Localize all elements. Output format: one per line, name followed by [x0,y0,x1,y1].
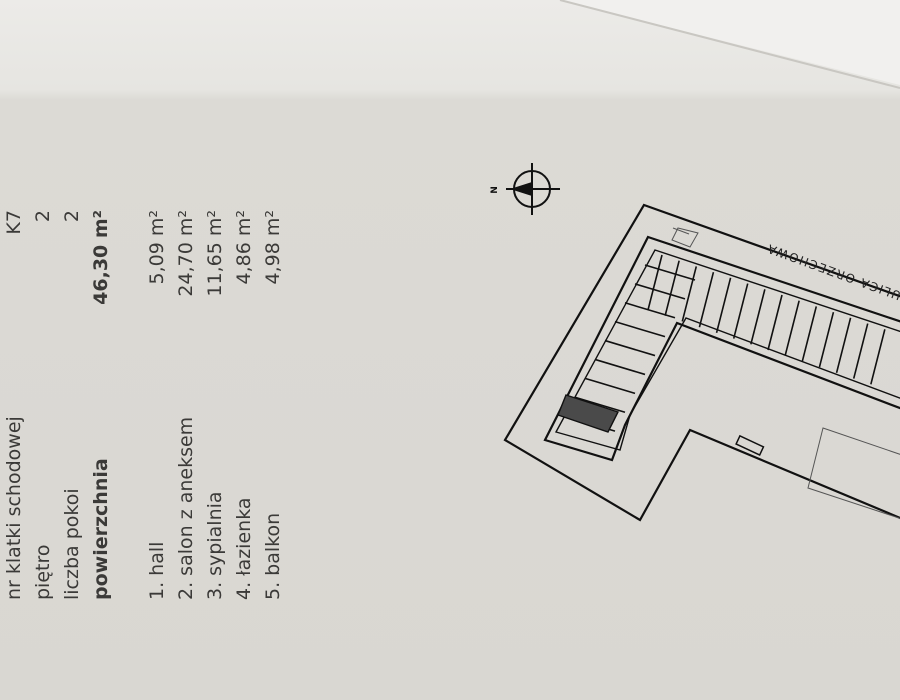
unit-wall [801,306,818,362]
unit-wall [647,254,663,311]
unit-wall [594,358,646,376]
bench-icon [735,434,765,457]
unit-wall [835,317,852,374]
unit-wall [818,311,835,368]
unit-wall [715,277,732,334]
unit-wall [614,320,666,338]
unit-wall [644,264,696,281]
unit-wall [732,283,749,339]
building-footprint [543,235,900,462]
unit-wall [624,302,676,319]
unit-wall [604,339,656,357]
unit-wall [664,260,680,316]
unit-wall [574,396,626,413]
unit-wall [698,271,715,328]
unit-wall [784,300,800,356]
unit-wall [767,294,783,351]
unit-wall [681,266,698,322]
unit-wall [634,283,686,300]
unit-wall [750,289,766,345]
unit-wall [584,377,636,395]
parking-spaces [671,227,900,519]
compass-label: N [490,186,500,194]
unit-wall [870,329,886,385]
site-boundary [503,203,900,522]
highlighted-apartment [557,394,619,433]
compass-icon [506,163,560,215]
apartment-units [564,254,886,432]
unit-wall [852,323,869,379]
